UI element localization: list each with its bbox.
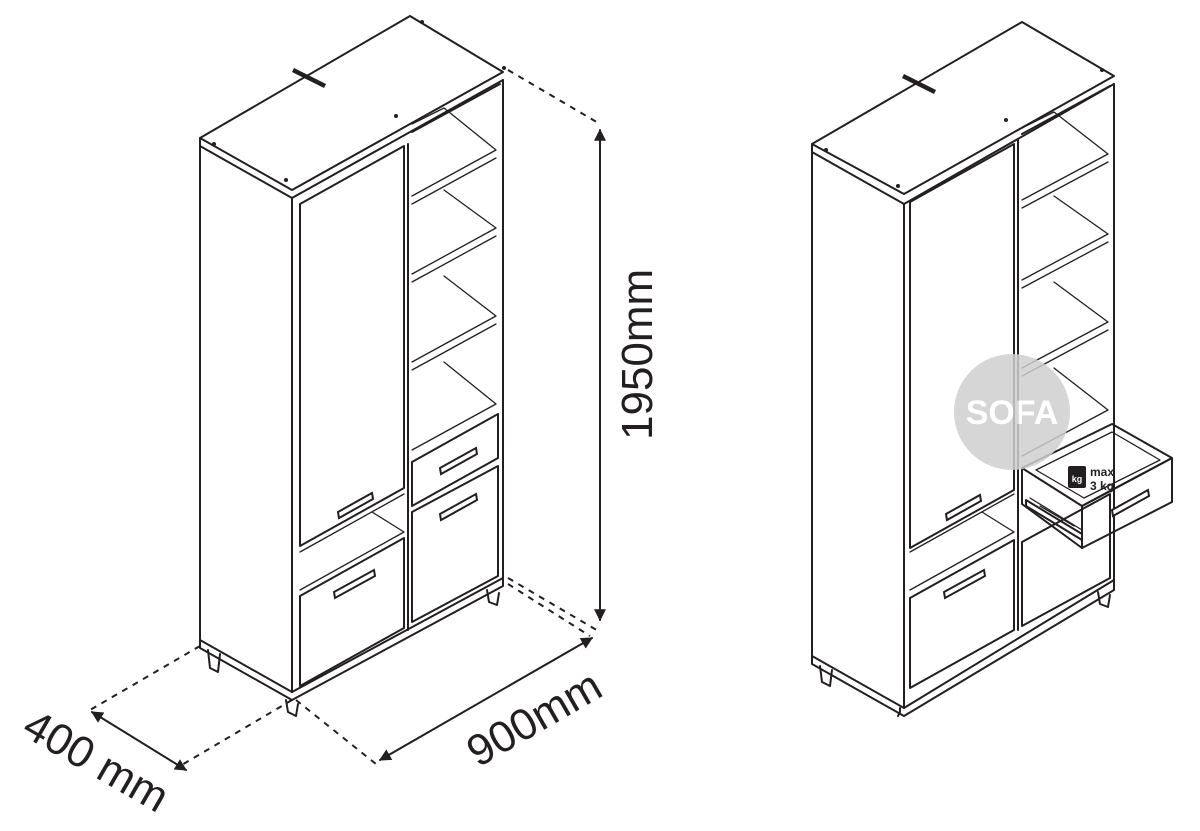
width-label: 900mm — [459, 661, 611, 777]
depth-arrow — [90, 711, 188, 771]
cabinet-leg — [207, 649, 221, 673]
cabinet-leg — [819, 665, 833, 687]
open-drawer[interactable] — [1021, 423, 1173, 549]
cabinet-front-view — [199, 15, 506, 717]
lower-drawer[interactable] — [299, 537, 405, 687]
lower-drawer-handle[interactable] — [332, 568, 377, 600]
weight-icon — [1068, 466, 1086, 488]
lower-drawer[interactable] — [909, 539, 1015, 689]
drawer-handle[interactable] — [1110, 488, 1151, 518]
tall-door[interactable] — [299, 145, 405, 547]
height-label: 1950mm — [613, 269, 662, 440]
drawer-slide — [1025, 499, 1083, 541]
watermark-logo-text: SOFA — [966, 394, 1059, 432]
cabinet-leg — [897, 707, 901, 717]
sofa-watermark: SOFA — [954, 354, 1070, 470]
width-arrow — [378, 637, 594, 761]
watermark-circle — [954, 354, 1070, 470]
lower-drawer-handle[interactable] — [942, 568, 987, 600]
cabinet-leg — [486, 589, 500, 606]
lower-door[interactable] — [1021, 493, 1111, 627]
cabinet-top — [199, 15, 504, 191]
weight-icon-label: kg — [1072, 474, 1083, 484]
hinge-mark — [292, 68, 326, 88]
depth-label: 400 mm — [15, 700, 177, 822]
tall-door[interactable] — [909, 143, 1015, 549]
lower-door[interactable] — [411, 465, 499, 623]
load-max-label: max — [1090, 465, 1114, 479]
door-handle[interactable] — [944, 493, 983, 522]
lower-door-handle[interactable] — [438, 492, 479, 522]
door-handle[interactable] — [336, 491, 375, 520]
cabinet-leg — [285, 699, 299, 717]
cabinet-open-drawer-view: kg max 3 kg — [811, 21, 1173, 717]
load-badge: kg max 3 kg — [1068, 465, 1114, 493]
cabinet-leg — [1097, 591, 1111, 608]
small-drawer[interactable] — [411, 413, 499, 507]
cabinet-side-panel — [199, 145, 293, 693]
hinge-mark — [902, 74, 936, 94]
load-value-label: 3 kg — [1090, 479, 1114, 493]
drawer-handle[interactable] — [438, 446, 479, 476]
